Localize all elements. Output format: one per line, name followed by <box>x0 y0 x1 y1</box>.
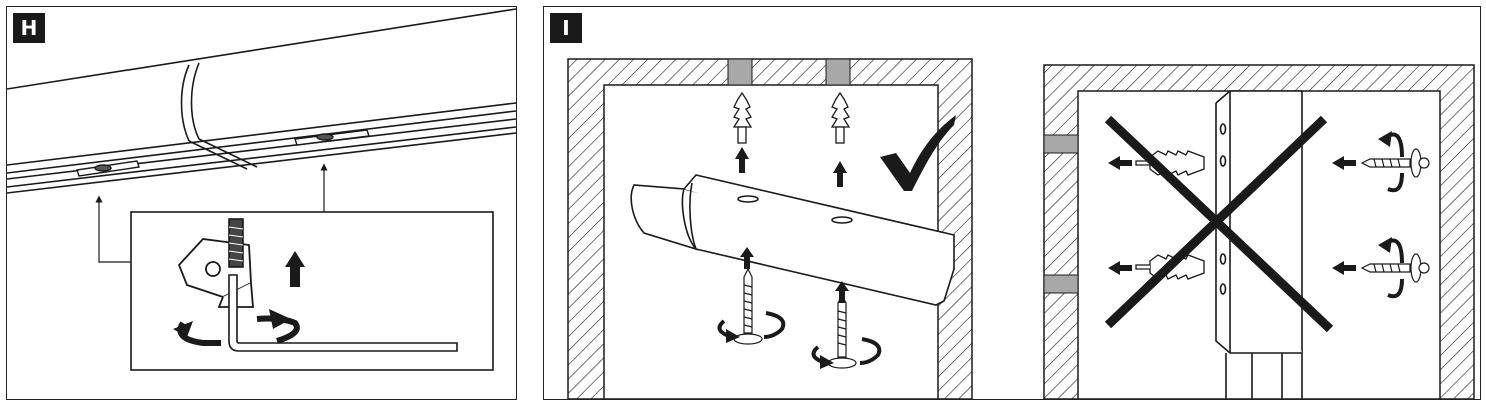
rail-section-vertical <box>1215 90 1303 399</box>
panel-i-illustration <box>567 58 1475 399</box>
hex-key <box>228 274 458 352</box>
incorrect-mounting-diagram <box>1043 64 1475 399</box>
rotate-arrowhead-icon <box>726 329 834 369</box>
rail-carrier-left <box>76 160 140 177</box>
panel-h-illustration <box>7 8 516 371</box>
rotate-arrowhead-2-icon <box>173 321 193 337</box>
screw <box>733 267 763 345</box>
rail-section <box>630 174 955 306</box>
screw <box>1360 148 1430 178</box>
wall-plug-hole <box>727 58 753 86</box>
panel-i-badge: I <box>550 13 582 43</box>
screw <box>827 293 857 369</box>
panel-h-badge: H <box>13 13 45 43</box>
arrow-up-icon <box>740 247 849 303</box>
rotate-arrowhead-icon <box>1378 131 1392 253</box>
wall-plug-hole <box>1043 134 1079 154</box>
wall-plug <box>732 91 753 144</box>
arrow-left-icon <box>1108 156 1356 275</box>
panel-i: I <box>543 6 1481 400</box>
rail-carrier-right <box>294 129 370 146</box>
adjustment-screw <box>228 218 244 268</box>
arrow-up-icon <box>735 147 847 187</box>
screw <box>1360 253 1430 283</box>
rotate-arrowhead-icon <box>269 309 291 329</box>
ceiling-rail <box>7 8 516 194</box>
wall-plug <box>830 91 851 144</box>
checkmark-icon <box>880 115 956 191</box>
wall-plug-hole <box>1043 274 1079 294</box>
cross-icon <box>1104 115 1334 333</box>
panel-h: H <box>6 6 517 400</box>
wall-plug-hole <box>825 58 851 86</box>
arrow-up-icon <box>285 251 305 287</box>
correct-mounting-diagram <box>567 58 973 399</box>
